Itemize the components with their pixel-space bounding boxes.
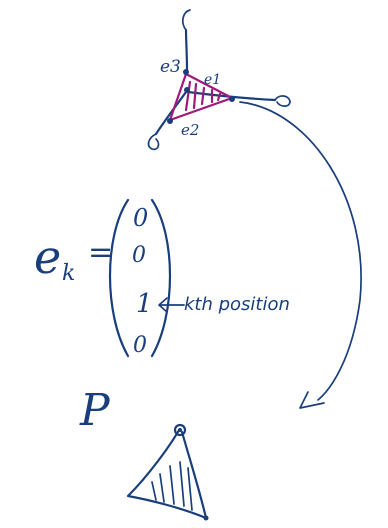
vector-entry-3: 1 — [136, 289, 153, 319]
vector-left-paren — [108, 198, 130, 358]
axis-down-left-end-mark — [147, 133, 160, 151]
label-e1: e1 — [204, 72, 221, 88]
position-annotation: kth position — [184, 294, 290, 315]
cone-base-dot — [203, 515, 209, 521]
axis-down-left — [154, 90, 188, 136]
label-e2: e2 — [181, 121, 199, 139]
unit-vector-formula: e k = 0 0 1 0 kth position — [34, 198, 290, 358]
unit-simplex-triangle — [168, 72, 234, 122]
e3-endpoint-dot — [183, 69, 189, 75]
position-arrow-head — [158, 297, 168, 313]
vector-entry-4: 0 — [133, 333, 147, 358]
simplex-shading — [184, 80, 222, 112]
cone-apex — [173, 423, 187, 437]
axis-right — [186, 90, 277, 102]
mapping-arc-arrowhead — [299, 391, 325, 409]
formula-lhs-subscript: k — [62, 261, 75, 286]
projection-sketch: P — [79, 385, 209, 521]
cone-hatching — [151, 461, 193, 511]
axis-up-end-mark — [181, 9, 191, 31]
origin-dot — [184, 87, 190, 93]
basis-sketch: e3 e1 e2 — [147, 9, 362, 409]
projection-label: P — [79, 385, 111, 436]
formula-equals: = — [88, 235, 113, 270]
vector-right-paren — [150, 198, 172, 358]
vector-entry-2: 0 — [132, 243, 146, 268]
e2-endpoint-dot — [167, 118, 173, 124]
axis-right-end-mark — [274, 95, 291, 107]
vector-entry-1: 0 — [133, 204, 148, 232]
cone-outline — [126, 428, 208, 520]
label-e3: e3 — [160, 57, 181, 77]
cone-apex-dot — [178, 428, 182, 432]
e1-endpoint-dot — [229, 96, 235, 102]
mapping-arc — [239, 101, 362, 401]
axis-up — [184, 28, 189, 72]
formula-lhs: e — [34, 230, 61, 284]
